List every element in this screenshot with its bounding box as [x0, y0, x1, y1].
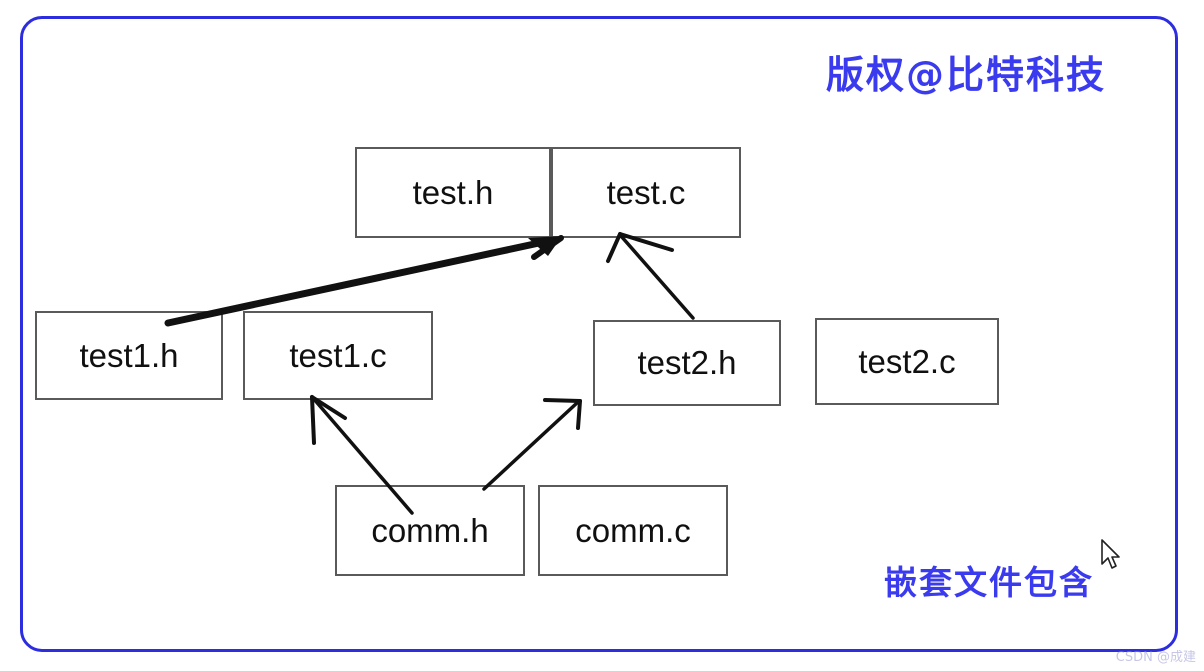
file-box-test1-h: test1.h	[35, 311, 223, 400]
file-box-test2-c: test2.c	[815, 318, 999, 405]
file-box-label: test1.c	[289, 336, 387, 374]
file-box-label: test2.c	[858, 342, 956, 380]
file-box-test2-h: test2.h	[593, 320, 781, 406]
file-box-label: test.h	[412, 173, 494, 211]
slide-frame	[20, 16, 1178, 652]
csdn-watermark: CSDN @成建	[1115, 650, 1196, 665]
file-box-test-c: test.c	[551, 147, 741, 238]
mouse-cursor-icon	[1101, 539, 1120, 569]
file-box-comm-h: comm.h	[335, 485, 525, 576]
file-box-label: comm.h	[371, 511, 489, 549]
file-box-label: comm.c	[575, 511, 691, 549]
file-box-test1-c: test1.c	[243, 311, 433, 400]
copyright-watermark: 版权@比特科技	[826, 53, 1107, 97]
file-box-label: test.c	[606, 173, 686, 211]
file-box-comm-c: comm.c	[538, 485, 728, 576]
diagram-caption: 嵌套文件包含	[884, 563, 1094, 602]
file-box-test-h: test.h	[355, 147, 551, 238]
file-box-label: test1.h	[79, 336, 179, 374]
file-box-label: test2.h	[637, 344, 737, 381]
